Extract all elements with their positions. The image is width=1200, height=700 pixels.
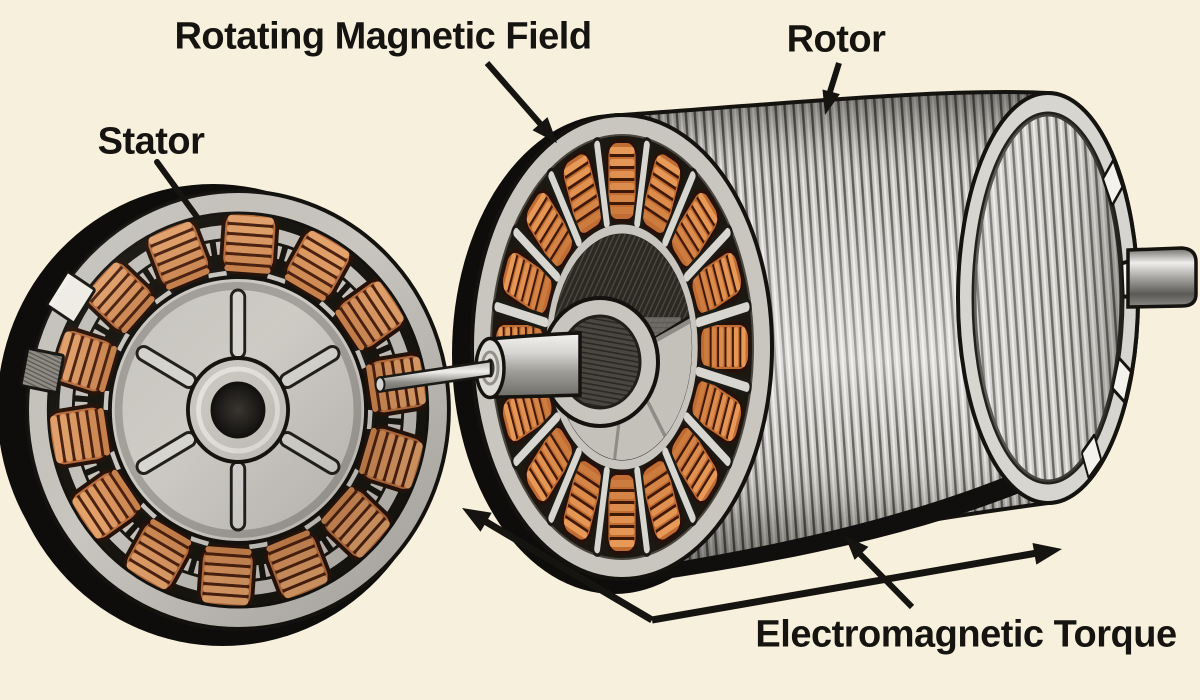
arrow-electromagnetic-torque-short [845, 536, 915, 610]
label-stator: Stator [97, 120, 205, 163]
shaft-stub [1126, 246, 1198, 309]
arrow-rotating-magnetic-field [484, 61, 557, 143]
cylinder-under-shadow [640, 452, 1078, 582]
rotor-end-cap [956, 91, 1198, 505]
rotor-assembly [452, 90, 1198, 594]
rotor-front-ring [470, 113, 774, 581]
label-rotor: Rotor [786, 18, 886, 61]
label-electromagnetic-torque: Electromagnetic Torque [755, 613, 1177, 656]
arrow-rotor [822, 62, 842, 115]
arrow-electromagnetic-torque-double [462, 508, 1062, 624]
annotation-arrows [154, 61, 1062, 624]
label-rotating-magnetic-field: Rotating Magnetic Field [174, 15, 592, 58]
stator-shading [27, 191, 449, 629]
rotor-shaft [374, 359, 493, 393]
pointer-line-stator [154, 159, 200, 220]
stator-assembly [0, 184, 451, 646]
